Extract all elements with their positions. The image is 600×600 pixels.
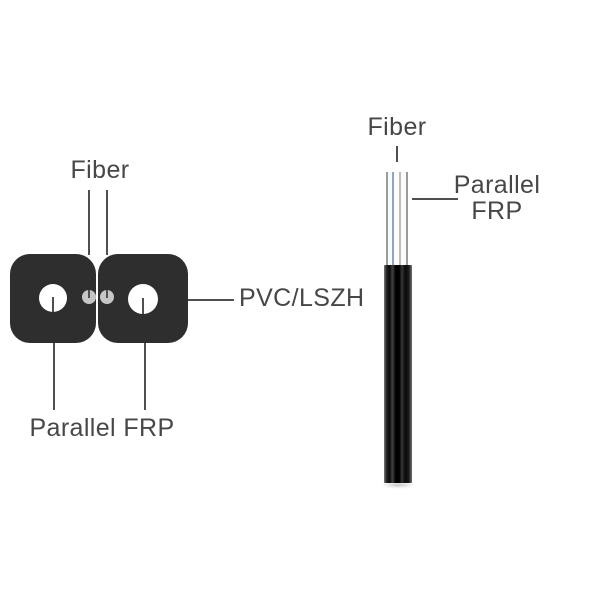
frp-leader-line-right <box>144 343 146 410</box>
pvc-leader-line <box>188 299 234 301</box>
fiber-leader-line-left <box>88 190 90 255</box>
pvc-lszh-label: PVC/LSZH <box>239 284 365 312</box>
fiber-label-cross-section: Fiber <box>70 156 130 184</box>
jacket-shadow <box>381 482 415 488</box>
stripped-strands <box>386 172 408 267</box>
frp-leader-tip-left <box>52 297 54 312</box>
fiber-leader-line-side <box>396 146 398 162</box>
parallel-frp-line2: FRP <box>471 197 523 225</box>
fiber-leader-line-right <box>106 190 108 255</box>
fiber-leader-tip-left <box>88 290 90 298</box>
fiber-label-side-view: Fiber <box>367 113 427 141</box>
fiber-leader-tip-right <box>106 290 108 298</box>
jacket-body <box>384 265 412 483</box>
parallel-frp-line1: Parallel <box>453 171 541 199</box>
frp-leader-line-side <box>412 198 458 200</box>
frp-leader-tip-right <box>142 298 144 314</box>
parallel-frp-label-cross-section: Parallel FRP <box>29 414 175 442</box>
frp-leader-line-left <box>53 343 55 410</box>
parallel-frp-label-side-view: Parallel FRP <box>437 172 557 224</box>
